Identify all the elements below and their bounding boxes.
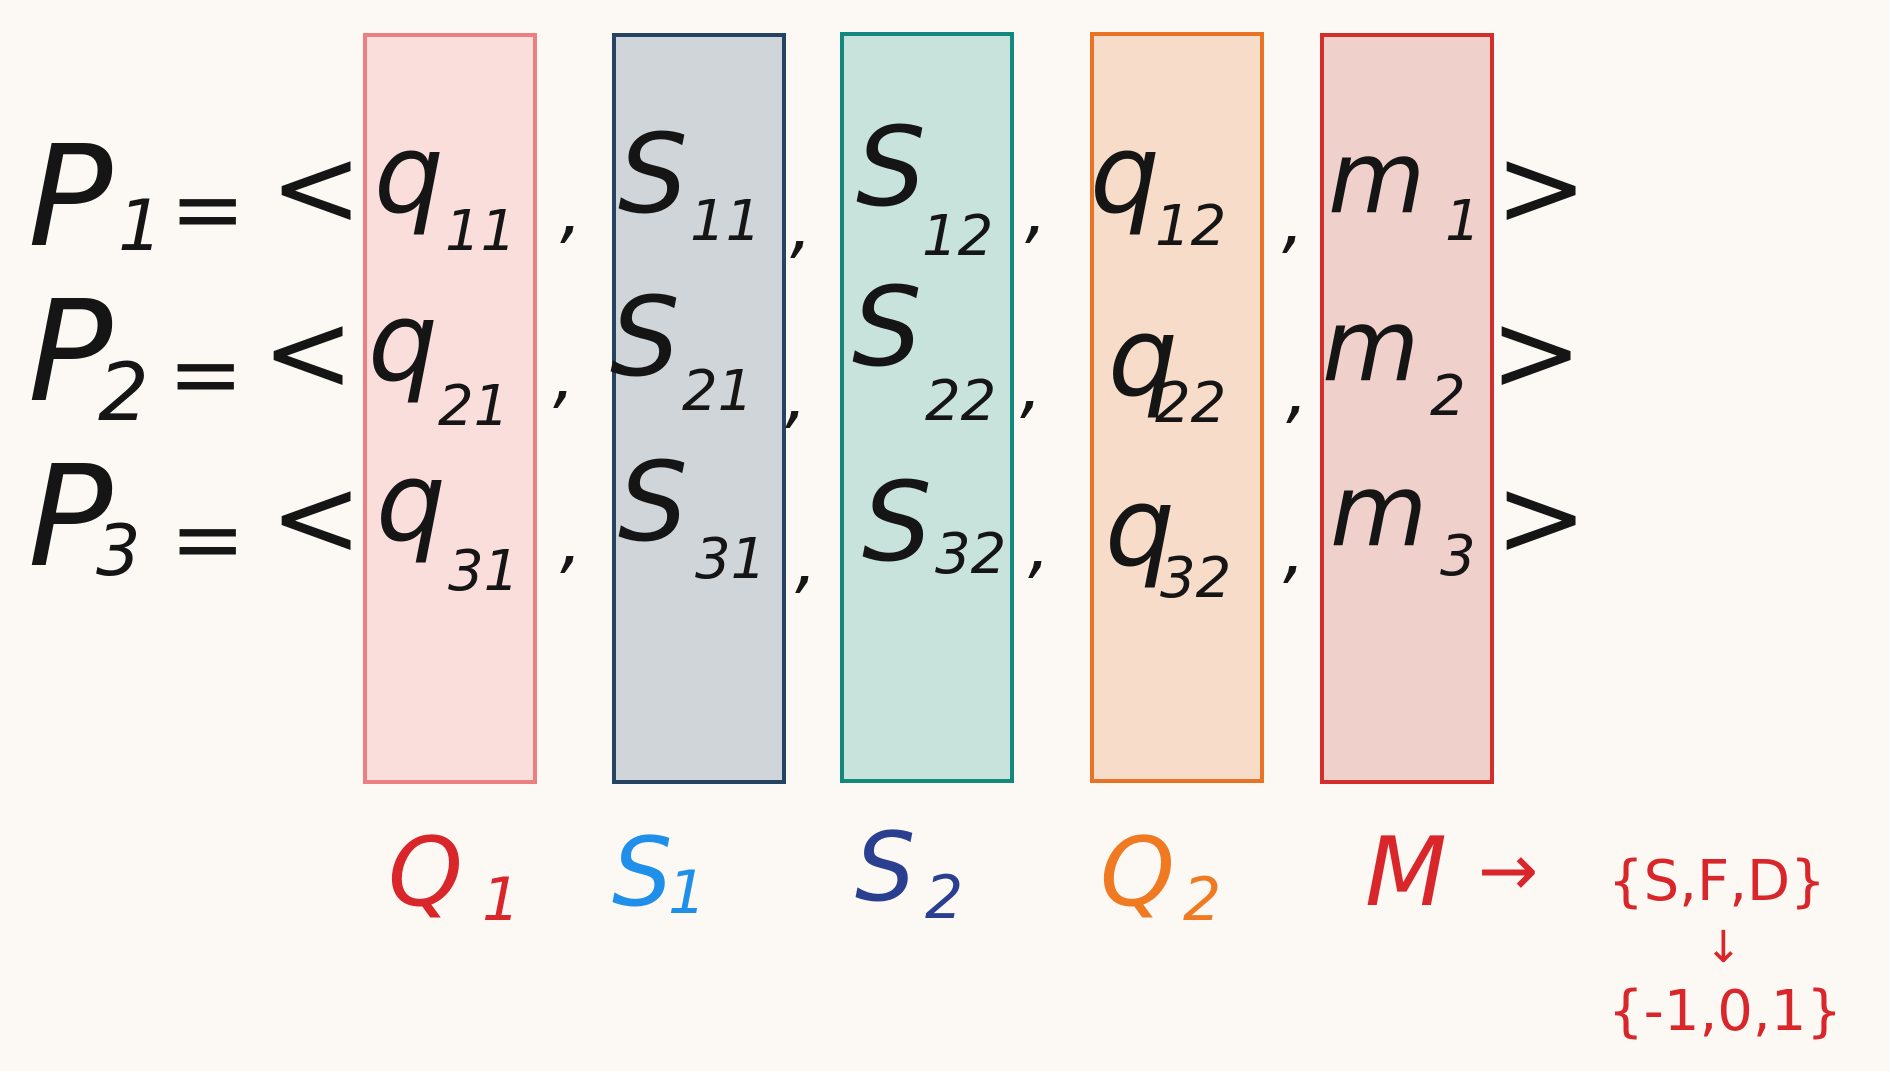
close-angle: > [1495, 453, 1587, 581]
tuple-item-base: S [618, 438, 688, 566]
equals-sign: = [170, 487, 245, 592]
tuple-item-base: m [1322, 287, 1419, 404]
open-angle: < [262, 288, 354, 416]
comma: , [553, 335, 575, 417]
comma: , [1028, 505, 1050, 587]
tuple-row-1: P 1 = < q 11 , S 11 , S 12 , q 12 , m 1 … [28, 103, 1587, 279]
column-box-q2 [1090, 32, 1264, 783]
row-name: P [28, 116, 113, 279]
row-index: 2 [98, 346, 149, 439]
tuple-item-sub: 21 [438, 374, 509, 439]
column-label-q2: Q [1100, 818, 1175, 928]
tuple-item-base: S [862, 458, 932, 586]
mapping-arrow-icon: → [1478, 828, 1538, 912]
comma: , [1025, 170, 1047, 252]
down-arrow-icon: ↓ [1705, 922, 1742, 973]
row-name: P [28, 436, 113, 599]
tuple-item-sub: 32 [935, 522, 1006, 587]
open-angle: < [270, 123, 362, 251]
tuple-item-sub: 12 [922, 204, 993, 269]
tuple-item-base: S [856, 103, 926, 231]
comma: , [1282, 180, 1304, 262]
tuple-item-base: q [1090, 110, 1160, 238]
column-label-s2-sub: 2 [925, 863, 963, 933]
comma: , [560, 170, 582, 252]
tuple-item-base: q [1105, 463, 1175, 591]
tuple-item-sub: 32 [1160, 546, 1231, 611]
tuple-item-sub: 21 [682, 359, 753, 424]
tuple-item-sub: 11 [690, 189, 761, 254]
close-angle: > [1495, 123, 1587, 251]
tuple-item-sub: 31 [695, 527, 766, 592]
column-box-q1 [363, 33, 537, 784]
close-angle: > [1490, 288, 1582, 416]
comma: , [1020, 345, 1042, 427]
tuple-item-base: q [376, 438, 446, 566]
comma: , [560, 500, 582, 582]
tuple-item-sub: 12 [1155, 194, 1226, 259]
column-labels: Q 1 S 1 S 2 Q 2 M [388, 813, 1447, 935]
column-label-s2: S [855, 813, 915, 923]
tuple-row-2: P 2 = < q 21 , S 21 , S 22 , q 22 , m 2 … [28, 263, 1582, 439]
column-label-q1: Q [388, 818, 463, 928]
tuple-item-sub: 2 [1430, 364, 1466, 429]
tuple-row-3: P 3 = < q 31 , S 31 , S 32 , q 32 , m 3 … [28, 436, 1587, 611]
numeric-set: {-1,0,1} [1608, 979, 1842, 1044]
comma: , [785, 355, 807, 437]
comma: , [1286, 350, 1308, 432]
tuple-item-base: m [1330, 452, 1427, 569]
column-label-s1: S [612, 818, 672, 928]
column-boxes [363, 32, 1494, 784]
column-label-m: M [1365, 818, 1447, 928]
comma: , [795, 520, 817, 602]
tuple-item-sub: 1 [1445, 189, 1481, 254]
tuple-item-sub: 11 [445, 199, 516, 264]
tuple-item-sub: 22 [1155, 371, 1226, 436]
row-name: P [28, 271, 113, 434]
column-label-s1-sub: 1 [668, 858, 706, 928]
value-set: {S,F,D} [1608, 849, 1826, 914]
column-label-q2-sub: 2 [1183, 865, 1221, 935]
comma: , [1283, 510, 1305, 592]
row-index: 1 [118, 185, 163, 267]
column-box-s1 [612, 33, 786, 784]
tuple-item-base: q [1108, 293, 1178, 421]
open-angle: < [270, 453, 362, 581]
equals-sign: = [168, 322, 243, 427]
tuple-item-base: m [1328, 119, 1425, 236]
tuple-item-sub: 22 [925, 369, 996, 434]
comma: , [790, 185, 812, 267]
tuple-item-sub: 31 [448, 539, 519, 604]
tuple-item-base: S [852, 263, 922, 391]
row-index: 3 [96, 510, 141, 592]
tuple-item-base: q [374, 110, 444, 238]
tuple-item-base: S [610, 273, 680, 401]
tuple-item-sub: 3 [1440, 524, 1476, 589]
column-box-s2 [840, 32, 1014, 783]
column-box-m [1320, 33, 1494, 784]
column-label-q1-sub: 1 [482, 865, 520, 935]
equals-sign: = [170, 157, 245, 262]
value-mapping: → {S,F,D} ↓ {-1,0,1} [1478, 828, 1842, 1044]
tuple-item-base: q [368, 278, 438, 406]
tuple-item-base: S [618, 110, 688, 238]
